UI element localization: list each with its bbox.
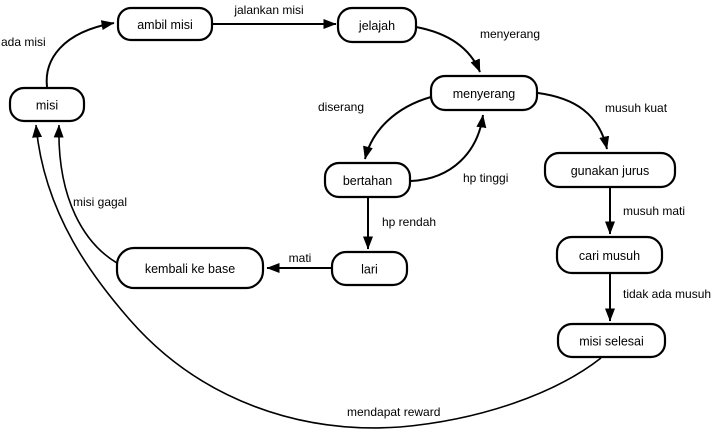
edge-label-mati: mati	[289, 251, 312, 265]
node-label-lari: lari	[361, 263, 378, 277]
node-label-ambil-misi: ambil misi	[137, 18, 193, 32]
node-label-cari-musuh: cari musuh	[579, 249, 640, 263]
nodes-layer: misi ambil misi jelajah menyerang bertahan la…	[8, 6, 677, 359]
edge-label-hp-rendah: hp rendah	[382, 215, 436, 229]
node-label-kembali-ke-base: kembali ke base	[145, 262, 235, 276]
node-misi-selesai: misi selesai	[556, 322, 667, 359]
edge-label-musuh-kuat: musuh kuat	[605, 101, 668, 115]
node-label-misi: misi	[36, 99, 58, 113]
node-jelajah: jelajah	[336, 6, 418, 44]
node-label-bertahan: bertahan	[343, 174, 392, 188]
node-kembali-ke-base: kembali ke base	[115, 246, 265, 290]
node-lari: lari	[330, 250, 409, 287]
node-label-menyerang: menyerang	[453, 87, 516, 101]
node-label-misi-selesai: misi selesai	[579, 335, 644, 349]
edge-menyerang	[415, 26, 481, 73]
edges-layer: ada misi jalankan misi menyerang diserang hp…	[1, 3, 711, 429]
edge-label-menyerang: menyerang	[480, 27, 540, 41]
node-bertahan: bertahan	[323, 161, 412, 199]
edge-label-diserang: diserang	[318, 100, 364, 114]
edge-label-misi-gagal: misi gagal	[73, 195, 127, 209]
node-ambil-misi: ambil misi	[116, 6, 214, 42]
edge-label-jalankan-misi: jalankan misi	[233, 3, 303, 17]
node-cari-musuh: cari musuh	[555, 235, 664, 275]
edge-misi-gagal	[53, 124, 118, 264]
edge-mendapat-reward	[32, 124, 602, 429]
edge-label-ada-misi: ada misi	[1, 35, 46, 49]
node-gunakan-jurus: gunakan jurus	[543, 151, 677, 189]
node-menyerang: menyerang	[429, 74, 539, 112]
node-misi: misi	[8, 86, 86, 123]
node-label-gunakan-jurus: gunakan jurus	[571, 164, 650, 178]
edge-ada-misi	[45, 20, 115, 88]
edge-label-hp-tinggi: hp tinggi	[463, 171, 508, 185]
edge-label-tidak-ada-musuh: tidak ada musuh	[623, 287, 711, 301]
edge-diserang	[363, 96, 432, 160]
edge-musuh-kuat	[537, 92, 610, 150]
node-label-jelajah: jelajah	[358, 19, 395, 33]
edge-label-musuh-mati: musuh mati	[623, 204, 685, 218]
edge-hp-tinggi	[410, 114, 487, 182]
edge-label-mendapat-reward: mendapat reward	[347, 405, 440, 419]
